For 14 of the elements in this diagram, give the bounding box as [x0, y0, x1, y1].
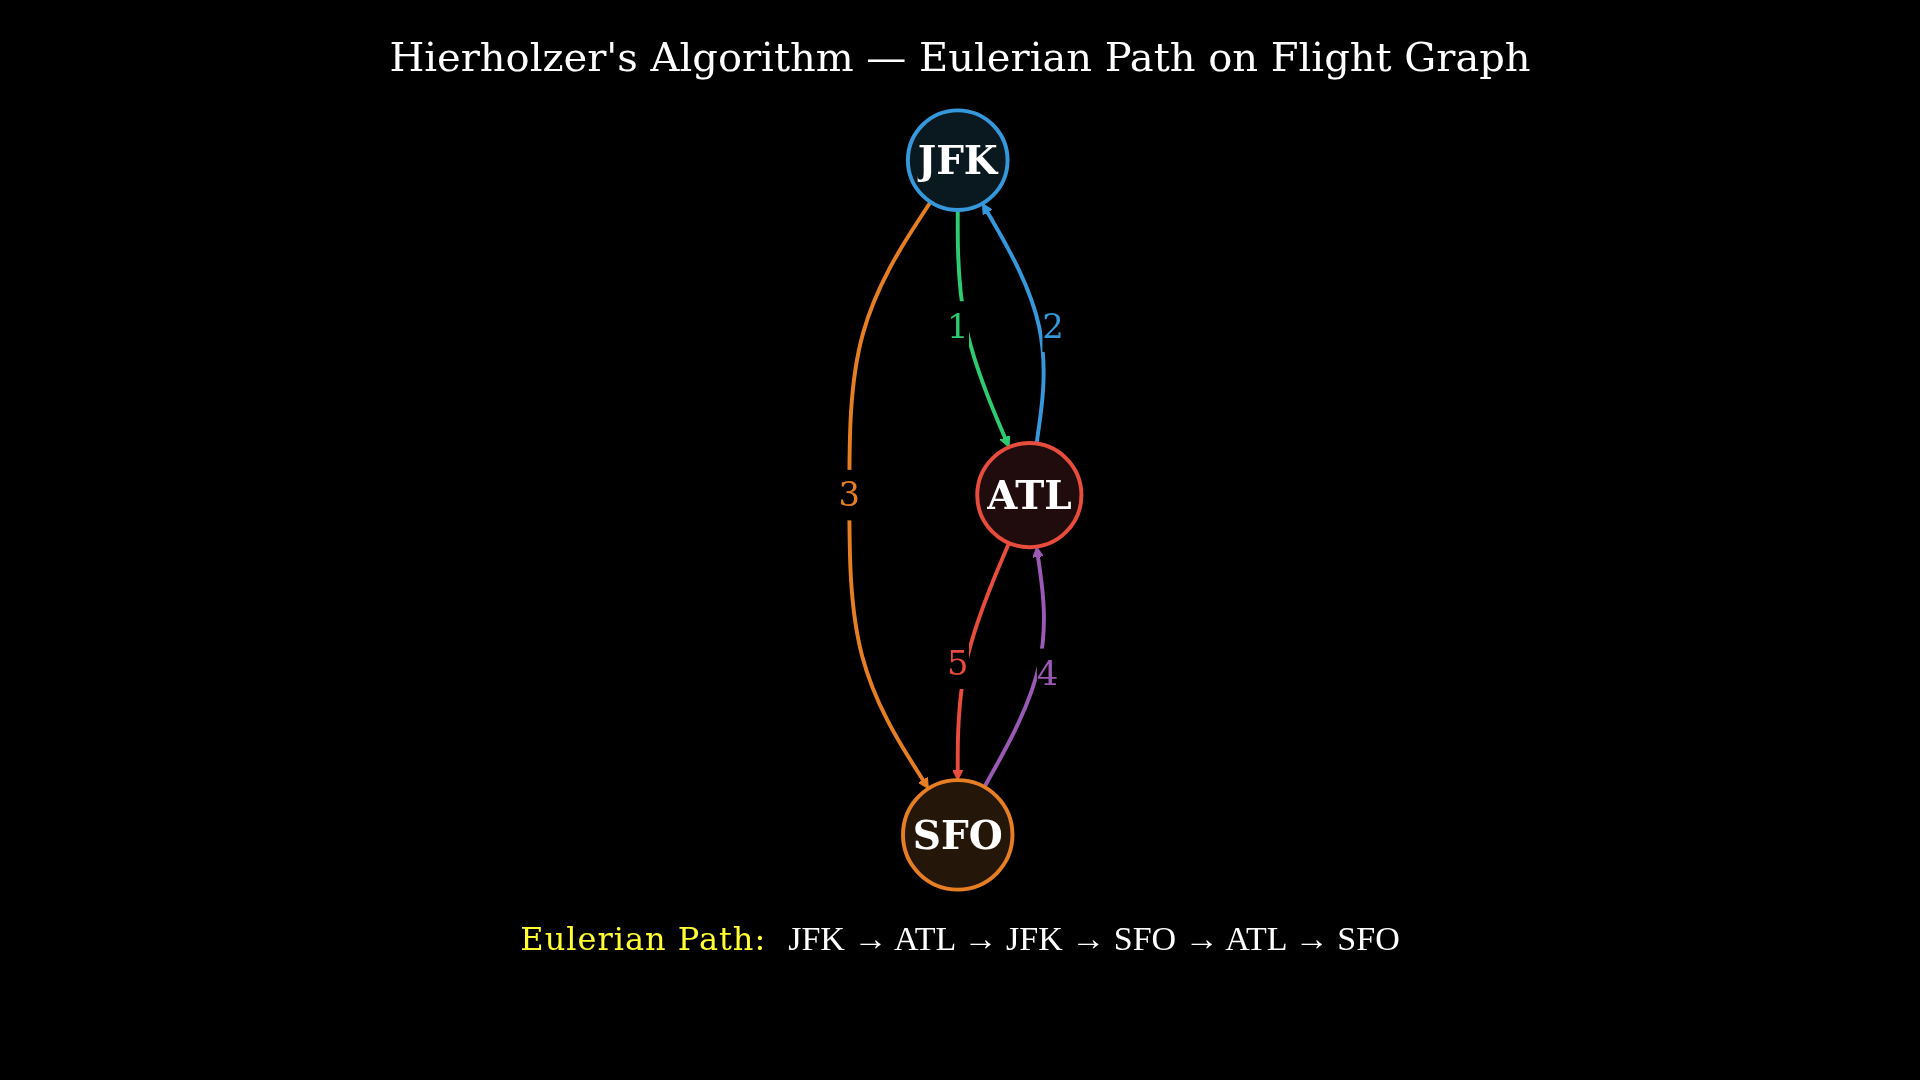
path-sequence: JFK → ATL → JFK → SFO → ATL → SFO [788, 920, 1400, 958]
node-circle: ATL [975, 441, 1084, 550]
node-circle: JFK [905, 108, 1010, 212]
arrow [982, 546, 1046, 788]
edge-label: 1 [946, 306, 969, 346]
edge-label: 5 [946, 643, 969, 683]
edge-label: 2 [1042, 306, 1064, 346]
arrow [982, 202, 1046, 444]
arrow [847, 200, 933, 790]
edge-label: 3 [838, 474, 861, 514]
edge-label: 4 [1036, 653, 1059, 693]
diagram-title: Hierholzer's Algorithm — Eulerian Path on Flight Graph [389, 34, 1531, 80]
node-circle: SFO [901, 778, 1015, 892]
path-heading: Eulerian Path: [520, 920, 767, 958]
